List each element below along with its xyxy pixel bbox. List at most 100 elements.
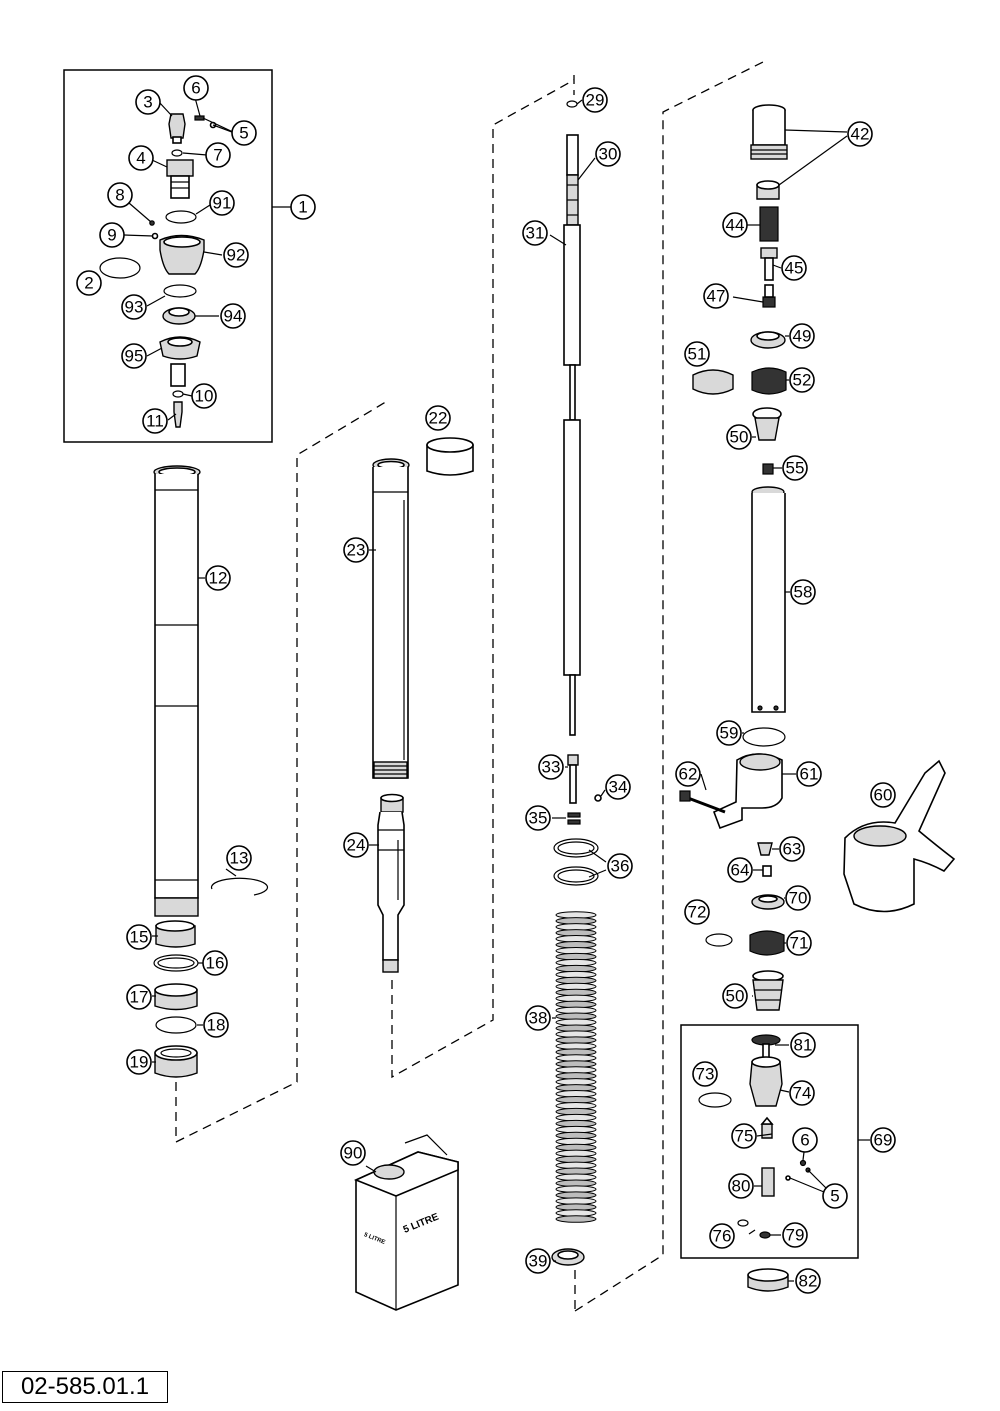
callout-74: 74 [789,1080,815,1106]
svg-text:75: 75 [735,1127,754,1146]
svg-text:18: 18 [207,1016,226,1035]
svg-text:47: 47 [707,287,726,306]
callout-71: 71 [786,930,812,956]
svg-text:29: 29 [586,91,605,110]
svg-text:1: 1 [298,198,307,217]
callout-17: 17 [126,984,152,1010]
svg-text:6: 6 [800,1131,809,1150]
callout-2: 2 [76,270,102,296]
callout-72: 72 [684,899,710,925]
svg-text:9: 9 [107,226,116,245]
svg-text:11: 11 [146,412,164,431]
svg-text:63: 63 [783,840,802,859]
part-82-cap [747,1268,794,1292]
svg-text:93: 93 [125,298,144,317]
svg-text:5: 5 [239,124,248,143]
svg-text:24: 24 [347,836,366,855]
svg-text:64: 64 [731,861,750,880]
callout-91: 91 [209,190,235,216]
callout-6: 6 [183,75,209,101]
callout-16: 16 [202,950,228,976]
callout-7: 7 [205,142,231,168]
callout-labels: 1 2 3 4 5 6 7 8 9 10 11 12 13 15 16 17 1… [76,75,896,1294]
svg-text:13: 13 [230,849,249,868]
callout-93: 93 [121,294,147,320]
svg-text:61: 61 [800,765,819,784]
callout-39: 39 [525,1248,551,1274]
cartridge-assembly [679,104,956,1011]
detail-box-69 [680,1024,870,1259]
svg-text:12: 12 [209,569,228,588]
callout-81: 81 [790,1032,816,1058]
callout-62: 62 [675,761,701,787]
svg-text:22: 22 [429,409,448,428]
svg-text:90: 90 [344,1144,363,1163]
svg-text:73: 73 [696,1065,715,1084]
callout-15: 15 [126,924,152,950]
callout-50-upper: 50 [726,424,752,450]
callout-60: 60 [870,782,896,808]
callout-52: 52 [789,367,815,393]
svg-text:44: 44 [726,216,745,235]
callout-23: 23 [343,537,369,563]
svg-text:2: 2 [84,274,93,293]
callout-11: 11 [142,408,168,434]
callout-1: 1 [290,194,316,220]
svg-text:17: 17 [130,988,149,1007]
svg-text:50: 50 [726,987,745,1006]
callout-42: 42 [847,121,873,147]
svg-text:38: 38 [529,1009,548,1028]
svg-text:69: 69 [874,1131,893,1150]
callout-63: 63 [779,836,805,862]
svg-text:19: 19 [130,1053,149,1072]
svg-text:5: 5 [830,1187,839,1206]
oil-can: 5 LITRE 5 LITRE [353,1134,459,1311]
callout-45: 45 [781,255,807,281]
callout-4: 4 [128,145,154,171]
svg-text:15: 15 [130,928,149,947]
svg-text:39: 39 [529,1252,548,1271]
damper-rod-assembly [549,59,768,1312]
callout-34: 34 [605,774,631,800]
detail-box-1 [63,69,291,443]
svg-text:79: 79 [786,1226,805,1245]
callout-79: 79 [782,1222,808,1248]
callout-13: 13 [226,845,252,871]
svg-text:74: 74 [793,1084,812,1103]
callout-36: 36 [607,853,633,879]
callout-92: 92 [223,242,249,268]
svg-text:71: 71 [790,934,809,953]
outer-tube-assembly [152,399,390,1144]
callout-10: 10 [191,383,217,409]
callout-29: 29 [582,87,608,113]
callout-22: 22 [425,405,451,431]
svg-text:94: 94 [224,307,243,326]
svg-text:23: 23 [347,541,366,560]
svg-text:8: 8 [115,186,124,205]
callout-59: 59 [716,720,742,746]
inner-tube-assembly [369,79,575,1079]
callout-51: 51 [684,341,710,367]
svg-text:82: 82 [799,1272,818,1291]
svg-text:70: 70 [789,889,808,908]
callout-61: 61 [796,761,822,787]
spring-coil [555,1215,597,1223]
svg-text:36: 36 [611,857,630,876]
svg-text:45: 45 [785,259,804,278]
callout-50-lower: 50 [722,983,748,1009]
callout-5-box: 5 [822,1183,848,1209]
svg-text:91: 91 [213,194,232,213]
callout-76: 76 [709,1223,735,1249]
callout-58: 58 [790,579,816,605]
svg-text:59: 59 [720,724,739,743]
callout-24: 24 [343,832,369,858]
svg-text:42: 42 [851,125,870,144]
callout-82: 82 [795,1268,821,1294]
svg-text:50: 50 [730,428,749,447]
callout-55: 55 [782,455,808,481]
callout-31: 31 [522,220,548,246]
document-number: 02-585.01.1 [2,1371,168,1403]
svg-text:60: 60 [874,786,893,805]
callout-9: 9 [99,222,125,248]
svg-text:7: 7 [213,146,222,165]
